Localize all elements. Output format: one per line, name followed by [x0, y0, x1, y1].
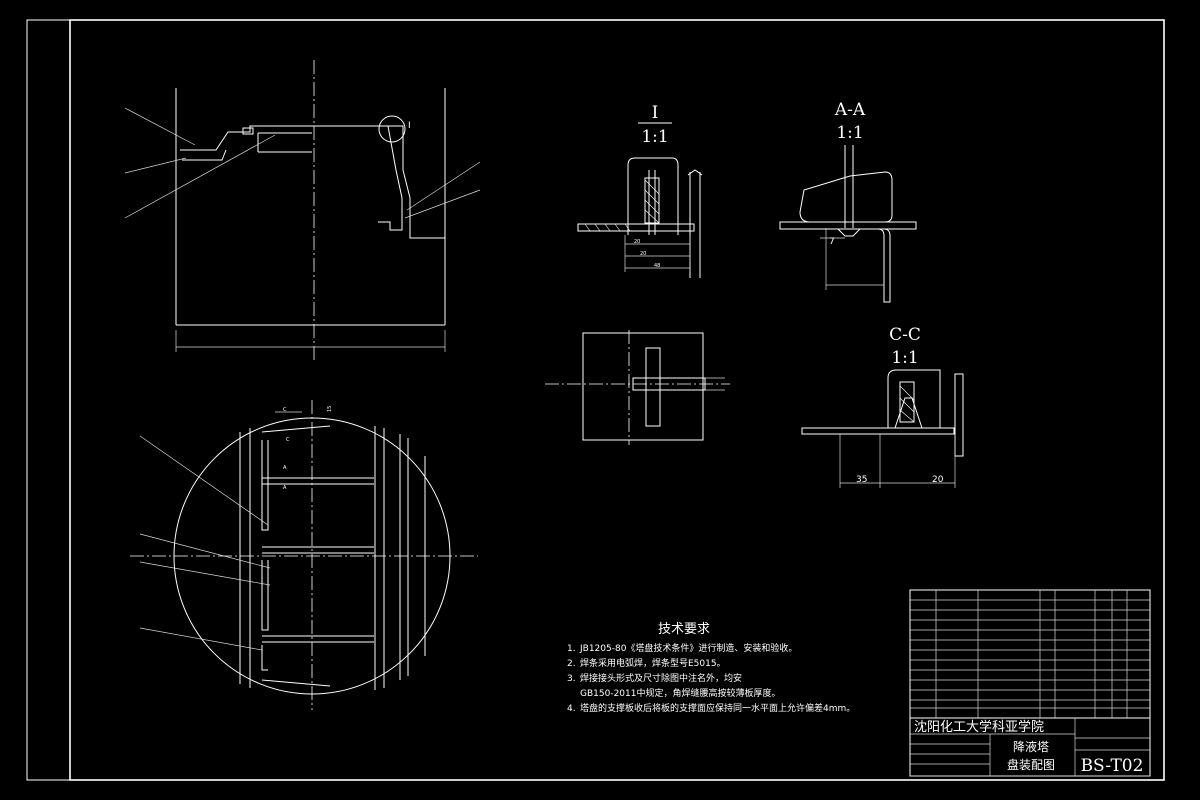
tech-req-item-1: JB1205-80《塔盘技术条件》进行制造、安装和验收。	[579, 642, 797, 654]
section-cc-dim-35: 35	[856, 475, 867, 485]
marker-c-top: C	[283, 407, 287, 413]
school-name: 沈阳化工大学科亚学院	[914, 719, 1044, 735]
section-aa-title: A-A	[834, 100, 866, 120]
tech-req-item-3: 焊接接头形式及尺寸除图中注名外，均安	[580, 672, 742, 684]
section-cc-view	[801, 369, 964, 488]
tech-req-num-4: 4.	[567, 704, 576, 714]
parts-list	[909, 589, 1151, 719]
drawing-number: BS-T02	[1081, 756, 1144, 776]
tech-req-item-2: 焊条采用电弧焊，焊条型号E5015。	[580, 657, 726, 669]
plan-dim-15: 15	[327, 406, 333, 412]
detail-i-title: I	[652, 103, 659, 123]
section-cc-dim-20: 20	[932, 475, 944, 485]
tech-req-title: 技术要求	[658, 622, 710, 637]
top-view	[545, 330, 730, 445]
tech-req-item-4: 塔盘的支撑板收后将板的支撑面应保持同一水平面上允许偏差4mm。	[580, 702, 855, 714]
section-aa-scale: 1:1	[836, 123, 863, 143]
tech-req-num-1: 1.	[567, 644, 576, 654]
detail-i-dim-2: 20	[640, 251, 646, 257]
detail-marker-i: I	[408, 121, 411, 131]
plan-view	[130, 400, 478, 710]
tech-req-num-2: 2.	[567, 659, 576, 669]
detail-i-dim-3: 48	[654, 263, 660, 269]
tech-req-num-3: 3.	[567, 674, 576, 684]
detail-i-dim-1: 20	[634, 239, 640, 245]
detail-i-scale: 1:1	[641, 127, 668, 147]
drawing-name-1: 降液塔	[1013, 739, 1049, 754]
title-block	[909, 717, 1151, 777]
inner-frame	[69, 19, 1165, 781]
marker-c-inner: C	[286, 437, 290, 443]
section-aa-dim-7: 7	[829, 237, 835, 247]
marker-a-bottom: A	[283, 485, 287, 491]
elevation-view	[124, 60, 481, 360]
section-cc-title: C-C	[889, 325, 921, 345]
detail-i-view	[577, 157, 703, 278]
drawing-name-2: 盘装配图	[1007, 757, 1055, 772]
tech-req-item-3-cont: GB150-2011中规定，角焊缝腰高按较薄板厚度。	[580, 687, 780, 699]
section-cc-scale: 1:1	[891, 348, 918, 368]
marker-a-top: A	[283, 465, 287, 471]
section-aa-view	[779, 145, 917, 303]
